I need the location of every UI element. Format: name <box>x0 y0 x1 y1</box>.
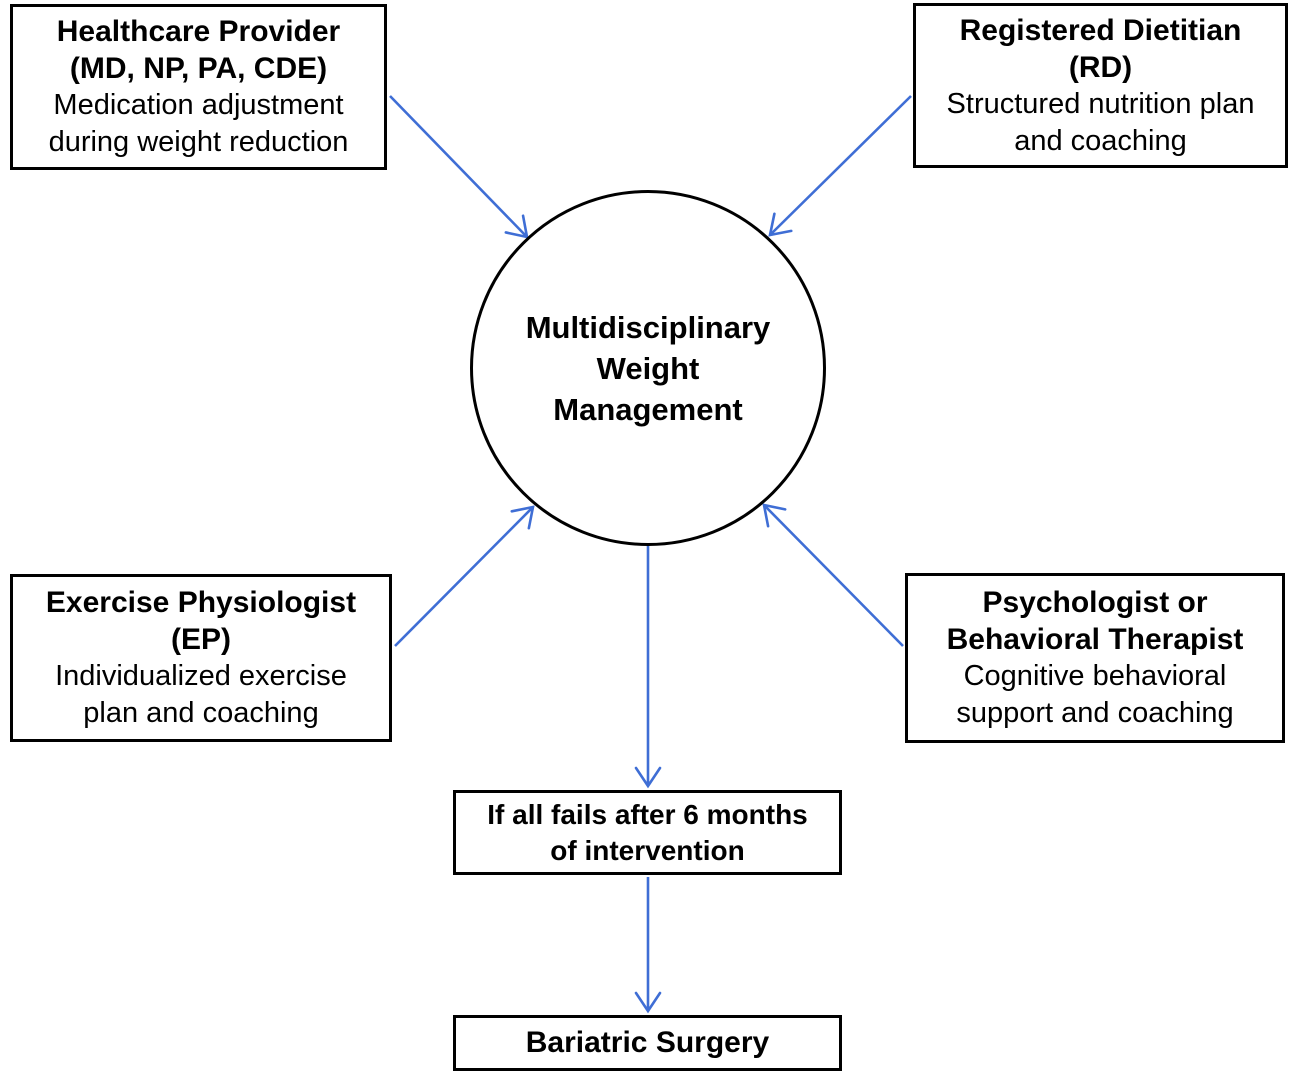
node-description: Individualized exercise <box>55 660 347 692</box>
arrow-exercise-to-center <box>394 505 535 647</box>
node-bariatric-surgery: Bariatric Surgery <box>453 1015 842 1071</box>
node-description: during weight reduction <box>48 126 349 158</box>
node-psychologist-behavioral-therapist: Psychologist or Behavioral Therapist Cog… <box>905 573 1285 743</box>
node-description: and coaching <box>1014 124 1187 157</box>
node-title: Healthcare Provider <box>56 15 341 48</box>
node-title: Bariatric Surgery <box>525 1026 770 1059</box>
node-description: support and coaching <box>956 697 1234 729</box>
node-exercise-physiologist: Exercise Physiologist (EP) Individualize… <box>10 574 392 742</box>
node-subtitle: (MD, NP, PA, CDE) <box>69 52 328 85</box>
node-if-all-fails: If all fails after 6 months of intervent… <box>453 790 842 875</box>
node-description: plan and coaching <box>83 697 319 729</box>
node-subtitle: (EP) <box>171 623 231 656</box>
node-multidisciplinary-weight-management: Multidisciplinary Weight Management <box>470 190 826 546</box>
node-description: Medication adjustment <box>53 89 344 121</box>
node-title: Exercise Physiologist <box>45 586 357 619</box>
node-title: Registered Dietitian <box>959 13 1242 47</box>
node-healthcare-provider: Healthcare Provider (MD, NP, PA, CDE) Me… <box>10 4 387 170</box>
node-registered-dietitian: Registered Dietitian (RD) Structured nut… <box>913 3 1288 168</box>
node-title: Psychologist or <box>982 586 1208 619</box>
circle-title-line: Multidisciplinary <box>525 309 771 345</box>
node-subtitle: (RD) <box>1068 50 1133 84</box>
node-description: Cognitive behavioral <box>963 660 1227 692</box>
arrow-dietitian-to-center <box>768 95 912 237</box>
node-title: of intervention <box>550 834 745 866</box>
circle-title-line: Weight <box>596 350 700 386</box>
node-subtitle: Behavioral Therapist <box>946 623 1244 656</box>
node-description: Structured nutrition plan <box>946 87 1255 120</box>
circle-title-line: Management <box>553 391 743 427</box>
arrow-healthcare-to-center <box>389 95 529 239</box>
arrow-psychologist-to-center <box>762 503 904 647</box>
node-title: If all fails after 6 months <box>487 798 808 830</box>
